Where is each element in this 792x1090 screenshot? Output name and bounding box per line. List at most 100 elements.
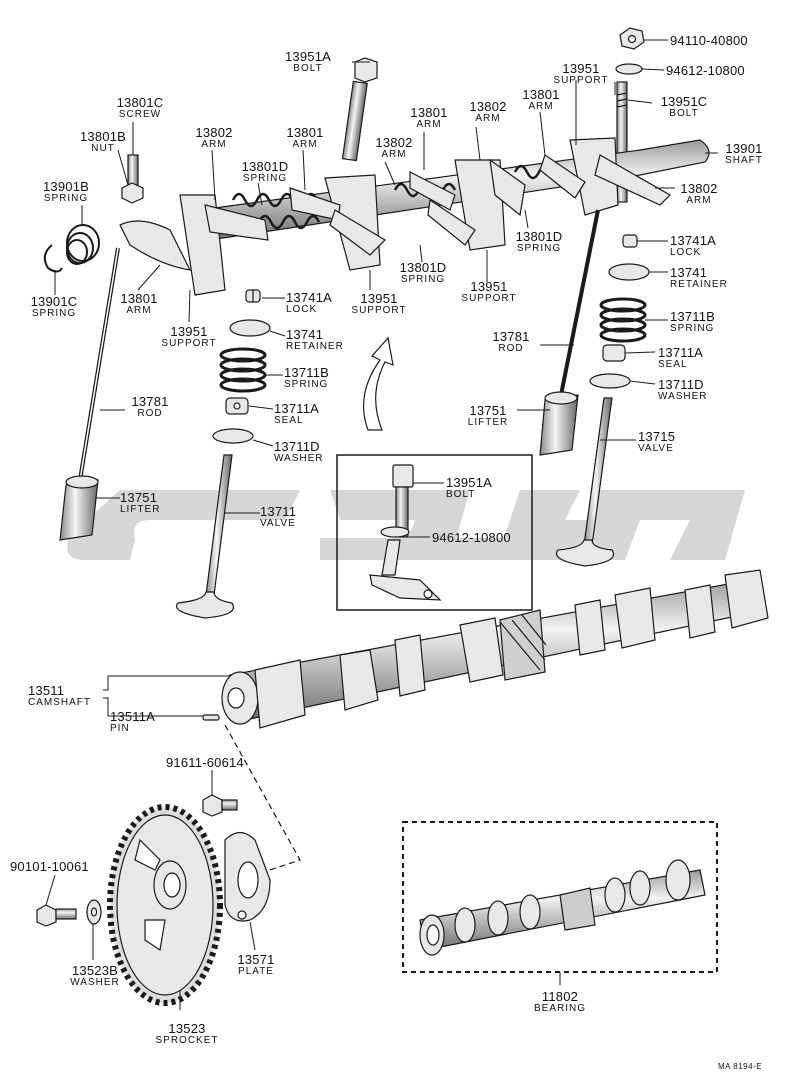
part-name: BEARING — [533, 1003, 586, 1014]
part-number: 13741A — [670, 233, 717, 248]
assembly-guide-line — [224, 724, 301, 871]
part-number: 13711A — [658, 345, 704, 360]
part-name: SPRING — [242, 173, 288, 184]
valve-seal-right-icon — [602, 344, 626, 362]
adjusting-screw-icon — [121, 154, 144, 204]
part-name: ARM — [416, 119, 442, 130]
part-number: 13711B — [284, 365, 330, 380]
valve-right-icon — [556, 397, 614, 567]
part-number: 90101-10061 — [10, 859, 89, 874]
part-number: 13801B — [79, 129, 127, 144]
bolt-13951c-icon — [616, 81, 628, 203]
part-number: 13711 — [260, 504, 297, 519]
push-rod-right-icon — [558, 209, 600, 401]
valve-lock-left-icon — [245, 289, 261, 303]
part-number: 13802 — [195, 125, 233, 140]
part-number: 13951 — [360, 291, 398, 306]
part-number: 13801D — [241, 159, 289, 174]
valve-spring-right-icon — [599, 297, 647, 343]
part-name: LIFTER — [120, 504, 161, 515]
part-number: 13951A — [284, 49, 332, 64]
part-name: SUPPORT — [553, 75, 609, 86]
part-number: 13741A — [286, 290, 333, 305]
figure-code: MA 8194-E — [718, 1062, 763, 1071]
part-name: SPROCKET — [155, 1035, 219, 1046]
lifter-left-icon — [59, 475, 99, 541]
part-name: CAMSHAFT — [28, 697, 91, 708]
part-number: 11802 — [541, 989, 579, 1004]
rocker-shaft-assembly-icon — [119, 137, 710, 296]
washer-94612-top-icon — [615, 63, 643, 75]
part-number: 13571 — [237, 952, 275, 967]
part-name: ARM — [381, 149, 407, 160]
spring-clip-13901c-icon — [43, 244, 63, 273]
bearings-icon — [419, 859, 706, 956]
part-number: 13801 — [522, 87, 560, 102]
label-94612-10800-inset: 94612-10800 — [432, 531, 511, 544]
part-name: ARM — [126, 305, 152, 316]
part-number: 13801D — [515, 229, 563, 244]
part-name: RETAINER — [286, 341, 344, 352]
part-name: LOCK — [286, 304, 318, 315]
part-name: VALVE — [638, 443, 674, 454]
part-number: 13715 — [638, 429, 676, 444]
lifter-right-icon — [539, 391, 579, 456]
plate-13571-icon — [224, 831, 271, 922]
part-name: SPRING — [516, 243, 562, 254]
part-name: PLATE — [238, 966, 274, 977]
part-number: 13741 — [286, 327, 324, 342]
part-number: 13802 — [680, 181, 718, 196]
part-number: 13951A — [446, 475, 493, 490]
part-number: 13781 — [131, 394, 169, 409]
part-number: 13511A — [110, 709, 156, 724]
part-name: SHAFT — [725, 155, 763, 166]
part-name: WASHER — [70, 977, 120, 988]
part-name: SUPPORT — [351, 305, 407, 316]
part-name: ARM — [686, 195, 712, 206]
part-number: 13741 — [670, 265, 708, 280]
part-name: SPRING — [43, 193, 89, 204]
part-number: 13523B — [71, 963, 119, 978]
part-name: BOLT — [669, 108, 699, 119]
part-number: 13711A — [274, 401, 320, 416]
sprocket-icon — [107, 804, 223, 1006]
inset-bolt-icon — [369, 464, 442, 601]
bolt-13951a-top-icon — [341, 57, 378, 162]
part-name: BOLT — [446, 489, 476, 500]
part-name: ARM — [528, 101, 554, 112]
part-name: SUPPORT — [161, 338, 217, 349]
part-name: WASHER — [658, 391, 708, 402]
part-name: ARM — [201, 139, 227, 150]
part-number: 13801 — [120, 291, 158, 306]
part-name: PIN — [110, 723, 130, 734]
part-name: VALVE — [260, 518, 296, 529]
part-name: SCREW — [118, 109, 162, 120]
part-number: 13801D — [399, 260, 447, 275]
part-number: 13951C — [660, 94, 708, 109]
washer-right-icon — [589, 373, 631, 389]
washer-left-icon — [212, 428, 254, 444]
part-number: 94110-40800 — [670, 33, 748, 48]
